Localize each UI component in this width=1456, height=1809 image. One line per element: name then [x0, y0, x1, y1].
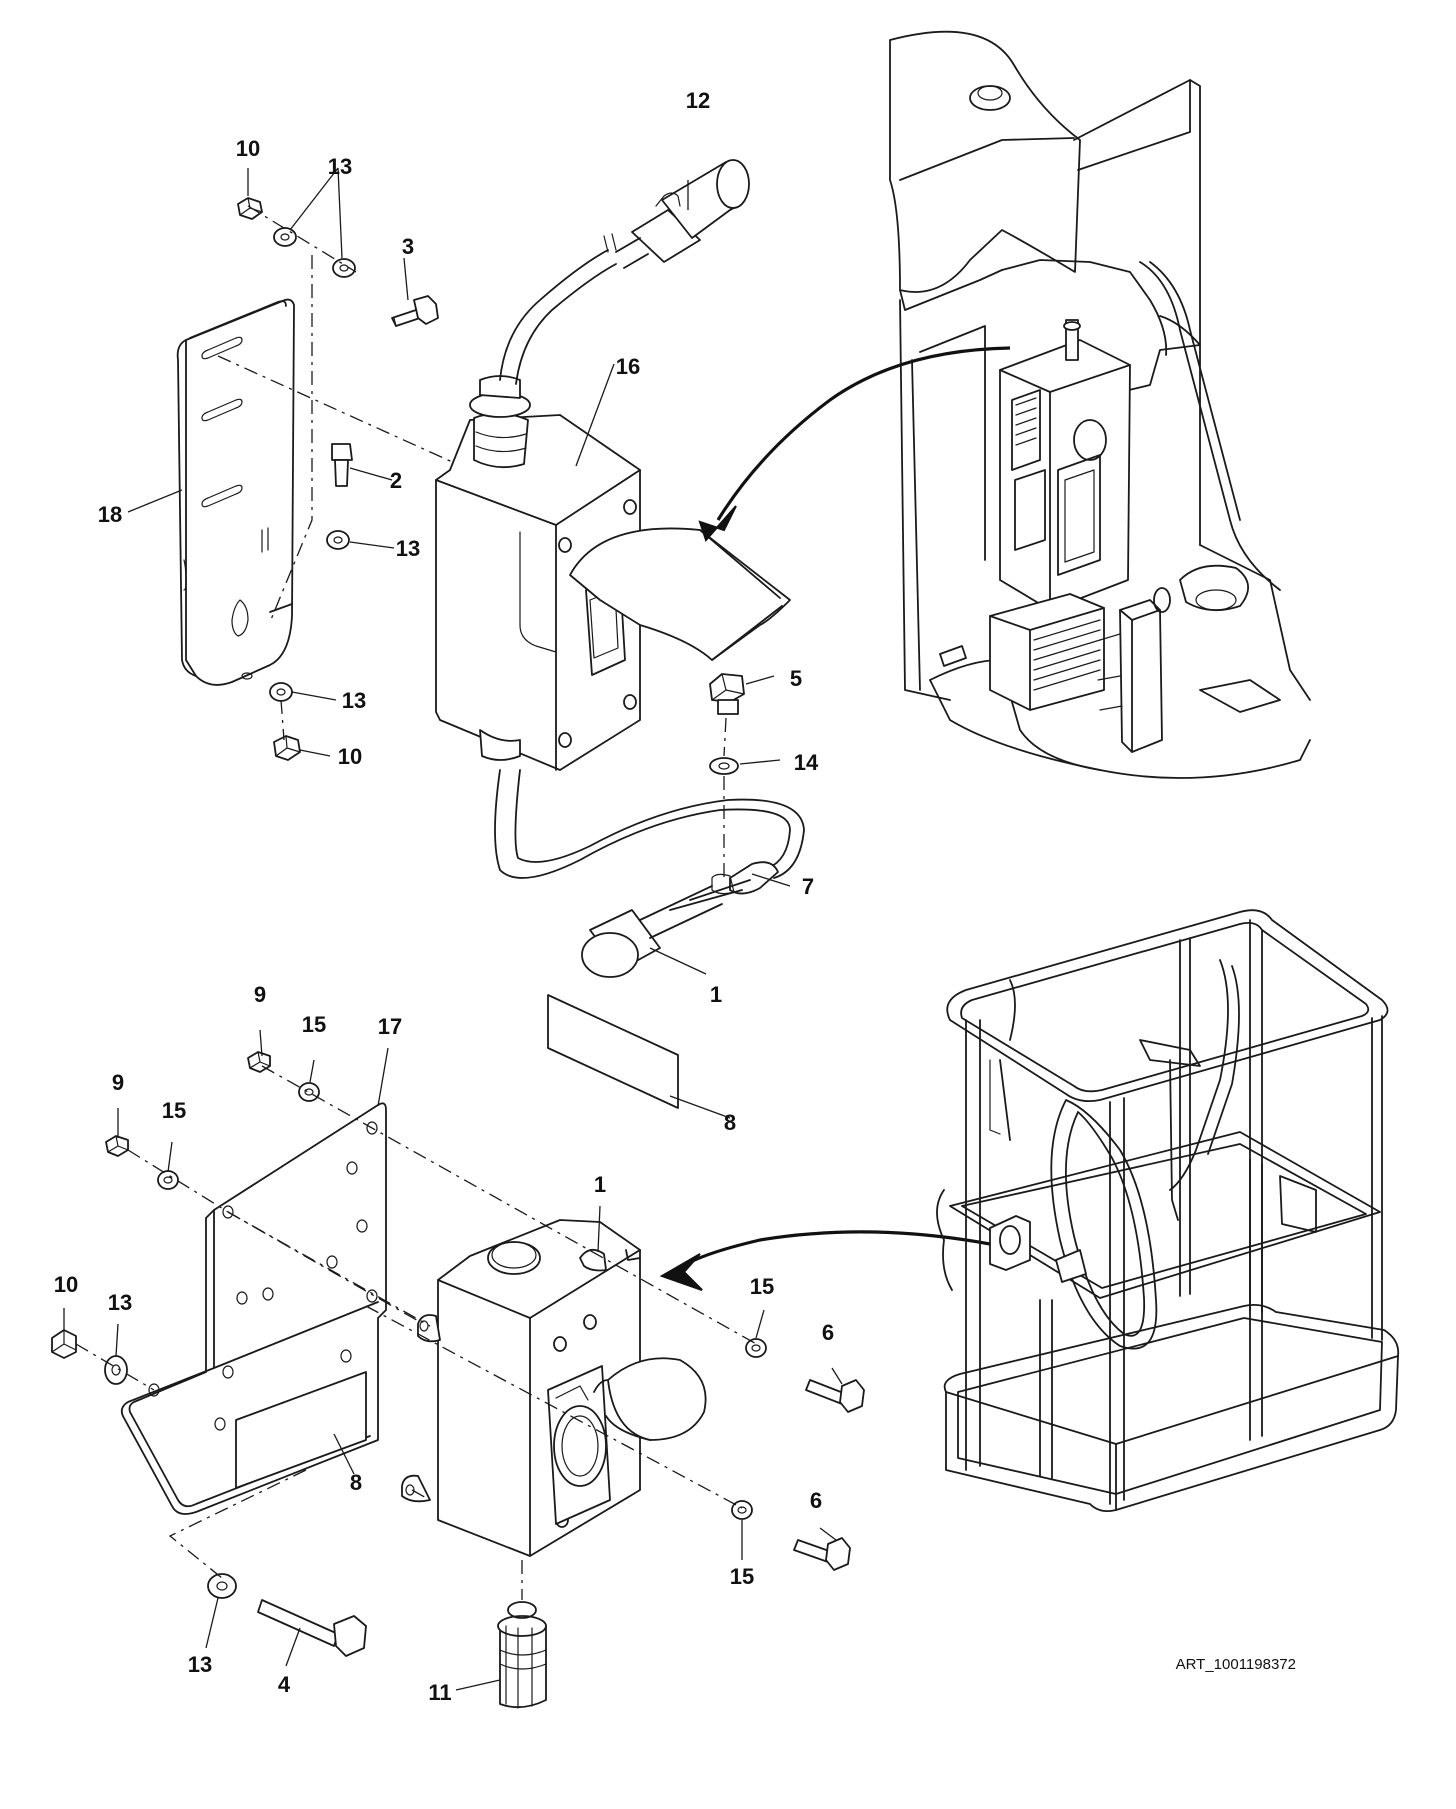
callout-9-b: 9 — [112, 1070, 124, 1095]
callout-15-b: 15 — [162, 1098, 186, 1123]
location-arrow-upper-head — [698, 505, 737, 542]
callout-5: 5 — [790, 666, 802, 691]
cord-7-loop — [494, 769, 805, 911]
decal-8-upper — [547, 994, 679, 1109]
callout-8-lower: 8 — [350, 1470, 362, 1495]
washer-13-top-b — [332, 258, 356, 278]
callout-2: 2 — [390, 468, 402, 493]
callout-13-lower-b: 13 — [188, 1652, 212, 1677]
washer-13-top-a — [273, 227, 297, 247]
callout-10-bottom: 10 — [338, 744, 362, 769]
bolt-2 — [331, 443, 353, 487]
location-arrow-upper — [716, 346, 1011, 521]
mounting-bracket-18 — [176, 298, 295, 686]
callout-17: 17 — [378, 1014, 402, 1039]
callout-10-top: 10 — [236, 136, 260, 161]
location-arrow-lower-head — [659, 1253, 703, 1291]
washer-15-b — [157, 1170, 179, 1190]
outlet-box-1 — [401, 1219, 707, 1557]
nut-10-bottom — [273, 735, 301, 761]
bolt-3 — [391, 295, 439, 327]
machine-detail-view — [889, 30, 1311, 779]
washer-13-lower-a — [104, 1355, 128, 1385]
nut-10-lower — [51, 1329, 77, 1359]
callout-18: 18 — [98, 502, 122, 527]
callout-15-d: 15 — [730, 1564, 754, 1589]
callout-1-lower: 1 — [594, 1172, 606, 1197]
washer-13-mid — [326, 530, 350, 550]
callout-4: 4 — [278, 1672, 291, 1697]
callout-15-c: 15 — [750, 1274, 774, 1299]
handle-1-upper — [581, 885, 723, 978]
washer-13-lower-b — [207, 1573, 237, 1599]
bolt-5 — [709, 673, 745, 715]
callout-8-upper: 8 — [724, 1110, 736, 1135]
callout-15-a: 15 — [302, 1012, 326, 1037]
callout-13-lower-a: 13 — [108, 1290, 132, 1315]
platform-basket-detail — [936, 909, 1400, 1513]
location-arrow-lower — [679, 1230, 991, 1270]
outlet-box-16 — [435, 375, 791, 771]
callout-6-a: 6 — [822, 1320, 834, 1345]
bolt-6-a — [805, 1379, 865, 1413]
callout-1-upper: 1 — [710, 982, 722, 1007]
bolt-6-b — [793, 1537, 851, 1571]
art-number: ART_1001198372 — [1176, 1656, 1296, 1673]
callout-12: 12 — [686, 88, 710, 113]
callout-6-b: 6 — [810, 1488, 822, 1513]
gland-11 — [497, 1601, 547, 1709]
callout-11: 11 — [428, 1680, 451, 1705]
nut-9-b — [105, 1135, 129, 1157]
washer-15-a — [298, 1082, 320, 1102]
callout-leaders — [63, 167, 843, 1691]
callout-16: 16 — [616, 354, 640, 379]
callout-13-low: 13 — [342, 688, 366, 713]
callout-3: 3 — [402, 234, 414, 259]
washer-15-d — [731, 1500, 753, 1520]
washer-15-c — [745, 1338, 767, 1358]
washer-13-low — [269, 682, 293, 702]
callout-7: 7 — [802, 874, 814, 899]
nut-10-top — [237, 197, 263, 220]
cord-12-upper — [499, 233, 617, 385]
callout-9-a: 9 — [254, 982, 266, 1007]
callout-13-mid: 13 — [396, 536, 420, 561]
bolt-4 — [257, 1599, 367, 1657]
washer-14 — [709, 757, 739, 775]
decal-8-lower — [235, 1371, 367, 1489]
plug-12 — [615, 159, 750, 269]
callout-13-top: 13 — [328, 154, 352, 179]
callout-14: 14 — [794, 750, 819, 775]
callout-10-lower: 10 — [54, 1272, 78, 1297]
